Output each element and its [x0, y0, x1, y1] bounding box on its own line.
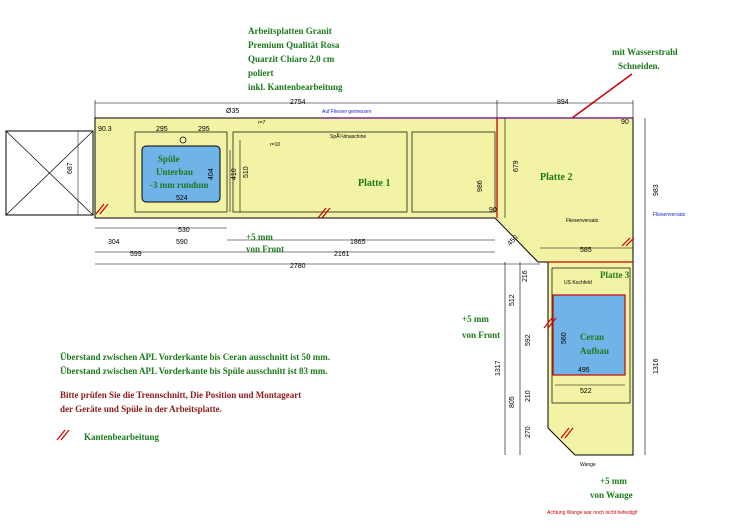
dim-90-3: 90.3: [98, 126, 112, 133]
dishwasher-outline: [232, 131, 408, 213]
material-spec: Arbeitsplatten Granit Premium Qualität R…: [248, 26, 343, 92]
dim-1317: 1317: [495, 360, 502, 376]
d35-label: Ø35: [226, 108, 239, 115]
dim-585: 585: [580, 247, 592, 254]
wange-note-a: +5 mm: [600, 476, 627, 486]
dim-90a: 90: [489, 207, 497, 214]
dim-510: 510: [243, 166, 250, 178]
dim-530: 530: [178, 227, 190, 234]
dim-90b: 90: [621, 119, 629, 126]
wange-note-b: von Wange: [590, 490, 633, 500]
dim-210: 210: [525, 390, 532, 402]
spule-label-3: -3 mm rundum: [150, 180, 209, 190]
platte2-label: Platte 2: [540, 172, 573, 183]
material-line-4: poliert: [248, 68, 274, 78]
dim-522: 522: [580, 388, 592, 395]
dim-524: 524: [176, 195, 188, 202]
wasserstrahl-line-2: Schneiden.: [618, 61, 660, 71]
front2-b: von Front: [462, 330, 500, 340]
dim-2161: 2161: [334, 251, 350, 258]
sink-cutout: [141, 145, 221, 203]
wasserstrahl-note: mit Wasserstrahl Schneiden.: [567, 47, 678, 122]
dim-1865: 1865: [350, 239, 366, 246]
dim-295b: 295: [198, 126, 210, 133]
corner-cabinet-outline: [411, 131, 496, 213]
dim-512: 512: [509, 294, 516, 306]
wasserstrahl-line-1: mit Wasserstrahl: [612, 47, 678, 57]
note-bitte-1: Bitte prüfen Sie die Trennschnitt, Die P…: [60, 390, 301, 400]
wasserstrahl-pointer: [567, 73, 633, 122]
dim-590: 590: [176, 239, 188, 246]
dim-560: 560: [561, 332, 568, 344]
note-ueberstand-ceran: Überstand zwischen APL Vorderkante bis C…: [60, 352, 330, 362]
dim-679: 679: [513, 160, 520, 172]
spule-label-1: Spüle: [158, 154, 180, 164]
dim-894: 894: [557, 99, 569, 106]
worktop: [94, 117, 634, 456]
hob-cabinet-outline: [551, 267, 631, 404]
dim-983: 983: [653, 184, 660, 196]
tap-hole: [179, 136, 187, 144]
front2-a: +5 mm: [462, 314, 489, 324]
us-kochfeld-label: US Kochfeld: [564, 280, 592, 286]
ceran-label-2: Aufbau: [580, 346, 609, 356]
front1-a: +5 mm: [246, 232, 273, 242]
note-ueberstand-spule: Überstand zwischen APL Vorderkante bis S…: [60, 366, 328, 376]
dim-2754: 2754: [290, 99, 306, 106]
achtung-note: Achtung Wange war noch nicht befestigt!: [547, 510, 638, 516]
spulmaschine-label: SpÃ¼lmaschine: [330, 133, 366, 140]
material-line-3: Quarzit Chiaro 2,0 cm: [248, 54, 335, 64]
material-line-5: inkl. Kantenbearbeitung: [248, 82, 343, 92]
fliesenversatz-label: Fliesenversatz: [566, 218, 599, 224]
dim-2780: 2780: [290, 263, 306, 270]
platte1-label: Platte 1: [358, 178, 391, 189]
dim-216: 216: [522, 270, 529, 282]
ceran-label-1: Ceran: [580, 332, 604, 342]
dim-805: 805: [509, 396, 516, 408]
ceran-cutout: [552, 294, 626, 376]
r10-label: r=10: [270, 142, 280, 148]
edge-marks: [56, 203, 635, 441]
material-line-1: Arbeitsplatten Granit: [248, 26, 332, 36]
r7-label: r=7: [258, 120, 266, 126]
dim-270: 270: [525, 426, 532, 438]
dim-687: 687: [67, 162, 74, 174]
dim-410: 410: [231, 168, 238, 180]
material-line-2: Premium Qualität Rosa: [248, 40, 340, 50]
appliance-box: [5, 130, 94, 216]
spule-label-2: Unterbau: [156, 167, 193, 177]
dim-304: 304: [108, 239, 120, 246]
dim-295a: 295: [156, 126, 168, 133]
dim-1316: 1316: [653, 358, 660, 374]
auf-fliesen-label: Auf Fliesen gemessen: [322, 109, 372, 115]
dim-592: 592: [525, 334, 532, 346]
front1-b: von Front: [246, 244, 284, 254]
dimension-lines: [94, 100, 646, 455]
sink-cabinet-outline: [134, 131, 228, 213]
legend-kanten: Kantenbearbeitung: [84, 432, 160, 442]
dim-404: 404: [208, 168, 215, 180]
dim-599: 599: [130, 251, 142, 258]
platte3-label: Platte 3: [600, 270, 630, 280]
fliesenversatz-right-label: Fliesenversatz: [653, 212, 686, 218]
dim-986: 986: [477, 180, 484, 192]
wange-label: Wange: [580, 462, 596, 468]
dim-495: 495: [578, 367, 590, 374]
note-bitte-2: der Geräte und Spüle in der Arbeitsplatt…: [60, 404, 222, 414]
